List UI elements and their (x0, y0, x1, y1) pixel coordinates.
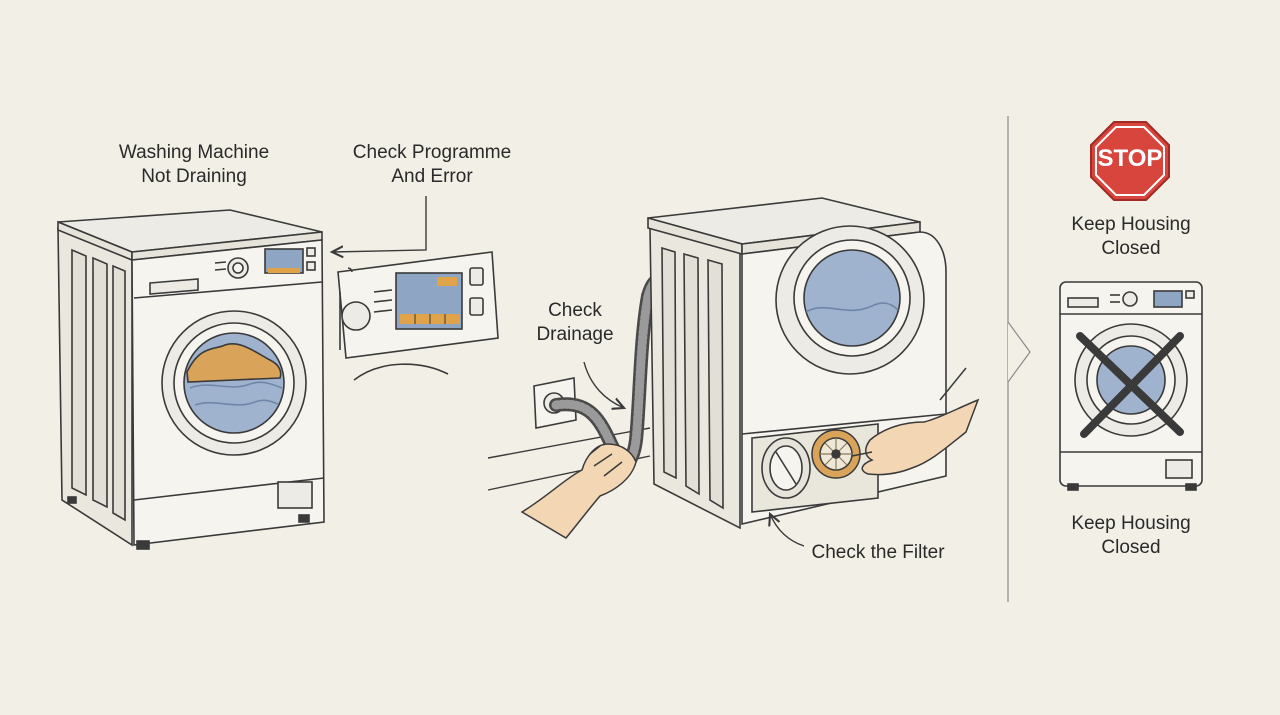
arrow-icon (332, 196, 427, 252)
label-keep-housing-closed-top: Keep Housing Closed (1071, 214, 1191, 259)
label-check-filter: Check the Filter (811, 542, 945, 563)
drain-filter-icon (811, 429, 861, 479)
arrow-icon (583, 361, 624, 408)
hand-icon (520, 443, 637, 539)
label-keep-housing-closed-bottom: Keep Housing Closed (1071, 513, 1191, 558)
label-check-drainage: Check Drainage (536, 300, 614, 345)
cross-icon (1076, 332, 1184, 438)
washing-machine-icon (647, 197, 947, 530)
stop-sign-text: STOP (1097, 145, 1163, 172)
arrow-icon (770, 514, 805, 547)
label-check-programme: Check Programme And Error (352, 142, 512, 187)
chevron-right-icon (1007, 321, 1031, 383)
hand-icon (851, 367, 980, 476)
washing-machine-icon (57, 209, 325, 550)
stop-sign-icon (1090, 121, 1170, 201)
control-panel-icon (337, 251, 499, 381)
drain-hose-icon (549, 271, 669, 469)
label-not-draining: Washing Machine Not Draining (118, 142, 270, 187)
